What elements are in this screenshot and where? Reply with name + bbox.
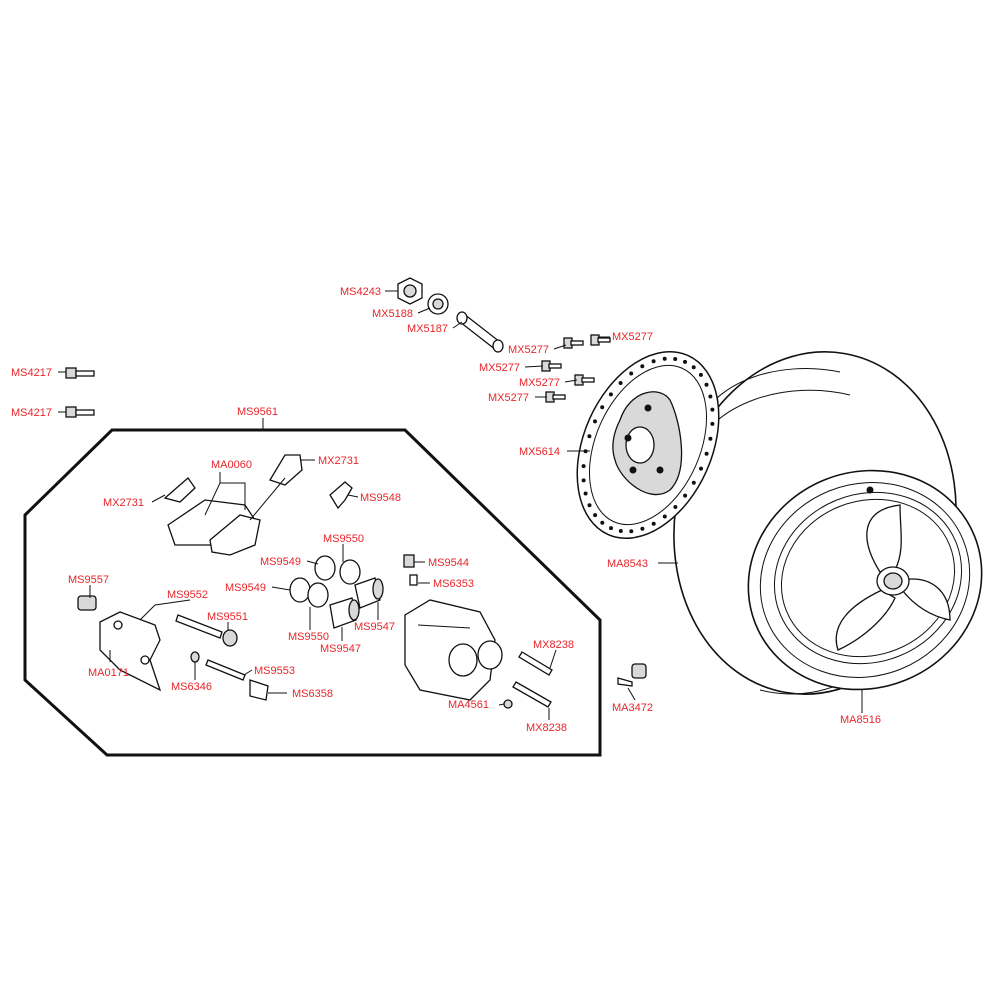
wheel-rim: [747, 469, 983, 691]
disc-hole: [683, 359, 687, 364]
label-ms9552: MS9552: [167, 589, 208, 601]
disc-hole: [683, 493, 688, 498]
axle-spacer-tube: [456, 311, 504, 353]
disc-hole: [673, 505, 678, 509]
disc-hole: [583, 491, 588, 496]
disc-hole: [704, 382, 709, 387]
disc-hole: [581, 478, 586, 483]
pad-spring: [329, 481, 353, 510]
label-mx5277-e: MX5277: [488, 392, 529, 404]
disc-hole: [600, 405, 605, 410]
disc-hole: [710, 407, 715, 412]
disc-hole: [640, 364, 645, 369]
label-ma0060: MA0060: [211, 459, 252, 471]
disc-hole: [587, 434, 592, 439]
label-ma3472: MA3472: [612, 702, 653, 714]
slide-pins: [503, 651, 553, 709]
disc-hole: [691, 480, 696, 485]
disc-hole: [699, 466, 703, 471]
disc-hole: [587, 503, 592, 508]
axle-nut: [397, 277, 423, 305]
disc-hole: [662, 356, 667, 361]
label-ms9547-a: MS9547: [354, 621, 395, 633]
label-ms9557: MS9557: [68, 574, 109, 586]
label-ms9549-b: MS9549: [225, 582, 266, 594]
label-ms9553: MS9553: [254, 665, 295, 677]
label-mx5187: MX5187: [407, 323, 448, 335]
label-ma8543: MA8543: [607, 558, 648, 570]
axle-collar: [427, 293, 449, 315]
label-mx5277-c: MX5277: [479, 362, 520, 374]
label-ms4217-b: MS4217: [11, 407, 52, 419]
label-ms9547-b: MS9547: [320, 643, 361, 655]
caliper-bracket: [99, 611, 162, 692]
caliper-body: [404, 599, 503, 701]
bleeder-valve: [403, 554, 418, 586]
disc-hole: [640, 526, 645, 531]
disc-hole: [710, 421, 715, 426]
tire-valve: [617, 663, 647, 687]
label-ms9544: MS9544: [428, 557, 469, 569]
label-ma4561: MA4561: [448, 699, 489, 711]
caliper-mount-bolts: [65, 367, 95, 418]
caliper-pistons: [329, 577, 384, 629]
disc-hole: [608, 392, 613, 397]
label-ma0171: MA0171: [88, 667, 129, 679]
disc-hole: [618, 381, 623, 385]
label-mx8238-a: MX8238: [533, 639, 574, 651]
disc-hole: [708, 436, 713, 441]
disc-bolts: [541, 334, 611, 403]
brake-pad-set: [163, 454, 303, 556]
label-mx2731-a: MX2731: [103, 497, 144, 509]
label-ms6353: MS6353: [433, 578, 474, 590]
disc-hole: [629, 529, 634, 534]
label-mx5188: MX5188: [372, 308, 413, 320]
disc-hole: [600, 520, 605, 525]
label-ms9548: MS9548: [360, 492, 401, 504]
label-ma8516: MA8516: [840, 714, 881, 726]
disc-hole: [651, 359, 656, 364]
label-ms6358: MS6358: [292, 688, 333, 700]
disc-hole: [662, 514, 667, 519]
disc-hole: [593, 513, 598, 518]
label-mx2731-b: MX2731: [318, 455, 359, 467]
label-mx5277-d: MX5277: [519, 377, 560, 389]
disc-hole: [651, 521, 656, 526]
label-ms4217-a: MS4217: [11, 367, 52, 379]
label-mx5277-b: MX5277: [612, 331, 653, 343]
disc-hole: [629, 371, 634, 376]
label-ms6346: MS6346: [171, 681, 212, 693]
label-mx5277-a: MX5277: [508, 344, 549, 356]
label-mx5614: MX5614: [519, 446, 560, 458]
disc-hole: [673, 357, 678, 361]
part-labels: MS4243 MX5188 MX5187 MX5277 MX5277 MX527…: [11, 286, 881, 734]
disc-hole: [609, 526, 613, 531]
disc-hole: [618, 529, 623, 533]
label-ms4243: MS4243: [340, 286, 381, 298]
label-ms9549-a: MS9549: [260, 556, 301, 568]
leader-lines: [58, 290, 863, 720]
bracket-pins: [77, 595, 269, 701]
disc-hole: [593, 419, 597, 424]
disc-hole: [691, 365, 696, 370]
caliper-kit-frame: [23, 428, 602, 757]
label-ms9550-b: MS9550: [288, 631, 329, 643]
disc-hole: [698, 372, 703, 377]
disc-hole: [581, 464, 586, 469]
label-mx8238-b: MX8238: [526, 722, 567, 734]
label-ms9551: MS9551: [207, 611, 248, 623]
piston-seals: [289, 555, 361, 608]
label-ms9561: MS9561: [237, 406, 278, 418]
disc-hole: [708, 394, 713, 399]
label-ms9550-a: MS9550: [323, 533, 364, 545]
brake-disc: [576, 351, 720, 539]
disc-hole: [704, 451, 709, 456]
